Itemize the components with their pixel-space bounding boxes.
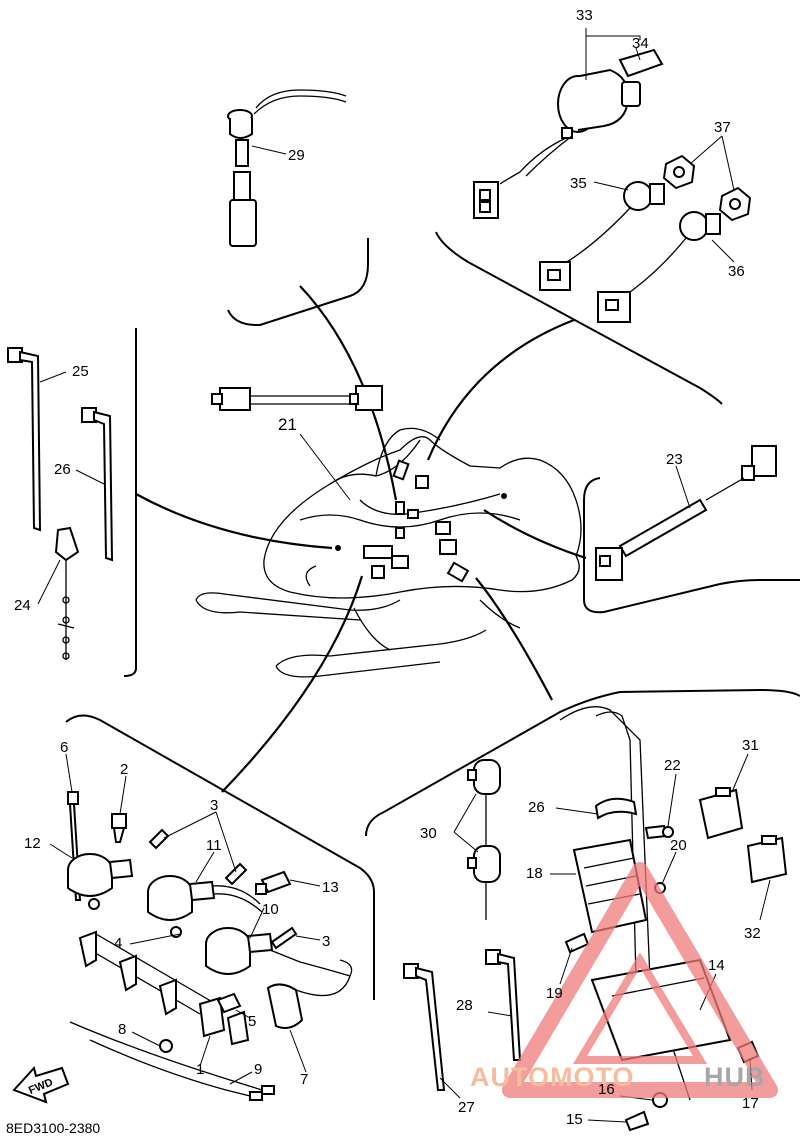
callout-31: 31 bbox=[742, 737, 759, 754]
panel-outlines bbox=[65, 231, 800, 1000]
callout-20: 20 bbox=[670, 837, 687, 854]
callout-32: 32 bbox=[744, 925, 761, 942]
callout-4: 4 bbox=[114, 935, 122, 952]
callout-34: 34 bbox=[632, 35, 649, 52]
callout-26-left: 26 bbox=[54, 461, 71, 478]
callout-30: 30 bbox=[420, 825, 437, 842]
callout-11: 11 bbox=[206, 837, 222, 854]
callout-19: 19 bbox=[546, 985, 563, 1002]
callout-24: 24 bbox=[14, 597, 31, 614]
part-33-main-switch bbox=[473, 48, 664, 219]
callout-25: 25 bbox=[72, 363, 89, 380]
callout-27: 27 bbox=[458, 1099, 475, 1116]
part-29-sensor bbox=[227, 89, 347, 247]
snowmobile-illustration bbox=[195, 427, 582, 678]
callout-26-right: 26 bbox=[528, 799, 545, 816]
callout-3-right: 3 bbox=[322, 933, 330, 950]
callout-28: 28 bbox=[456, 997, 473, 1014]
ignition-coil-group bbox=[67, 791, 353, 1101]
callout-9: 9 bbox=[254, 1061, 262, 1078]
watermark-text-right: HUB bbox=[704, 1062, 766, 1092]
callout-23: 23 bbox=[666, 451, 683, 468]
callout-18: 18 bbox=[526, 865, 543, 882]
part-37-nut bbox=[662, 154, 752, 222]
part-26-band bbox=[81, 407, 114, 562]
part-21-harness bbox=[211, 385, 383, 411]
drawing-code: 8ED3100-2380 bbox=[6, 1120, 101, 1136]
part-23-cable bbox=[595, 445, 777, 581]
pointer-curves bbox=[135, 285, 587, 793]
callout-8: 8 bbox=[118, 1021, 126, 1038]
fwd-arrow: FWD bbox=[12, 1065, 70, 1104]
callout-21: 21 bbox=[278, 415, 297, 434]
callout-17: 17 bbox=[742, 1095, 759, 1112]
callout-3-top: 3 bbox=[210, 797, 218, 814]
callout-labels: 29 33 34 35 37 36 21 25 26 24 23 6 2 3 1… bbox=[14, 7, 761, 1128]
callout-36: 36 bbox=[728, 263, 745, 280]
callout-2: 2 bbox=[120, 761, 128, 778]
callout-15: 15 bbox=[566, 1111, 583, 1128]
callout-37: 37 bbox=[714, 119, 731, 136]
callout-1: 1 bbox=[196, 1061, 204, 1078]
callout-14: 14 bbox=[708, 957, 725, 974]
part-36-switch bbox=[597, 211, 721, 323]
callout-13: 13 bbox=[322, 879, 339, 896]
part-25-band bbox=[7, 347, 42, 532]
callout-16: 16 bbox=[598, 1081, 615, 1098]
callout-22: 22 bbox=[664, 757, 681, 774]
callout-35: 35 bbox=[570, 175, 587, 192]
callout-6: 6 bbox=[60, 739, 68, 756]
part-24-clamp bbox=[54, 526, 80, 660]
watermark-triangle bbox=[502, 862, 778, 1098]
leader-lines bbox=[37, 28, 771, 1123]
callout-5: 5 bbox=[248, 1013, 256, 1030]
callout-12: 12 bbox=[24, 835, 41, 852]
callout-29: 29 bbox=[288, 147, 305, 164]
part-35-switch bbox=[539, 181, 665, 291]
callout-33: 33 bbox=[576, 7, 593, 24]
watermark-text-left: AUTOMOTO bbox=[470, 1062, 635, 1092]
callout-10: 10 bbox=[262, 901, 279, 918]
callout-7: 7 bbox=[300, 1071, 308, 1088]
watermark-logo: AUTOMOTO HUB bbox=[470, 862, 778, 1098]
